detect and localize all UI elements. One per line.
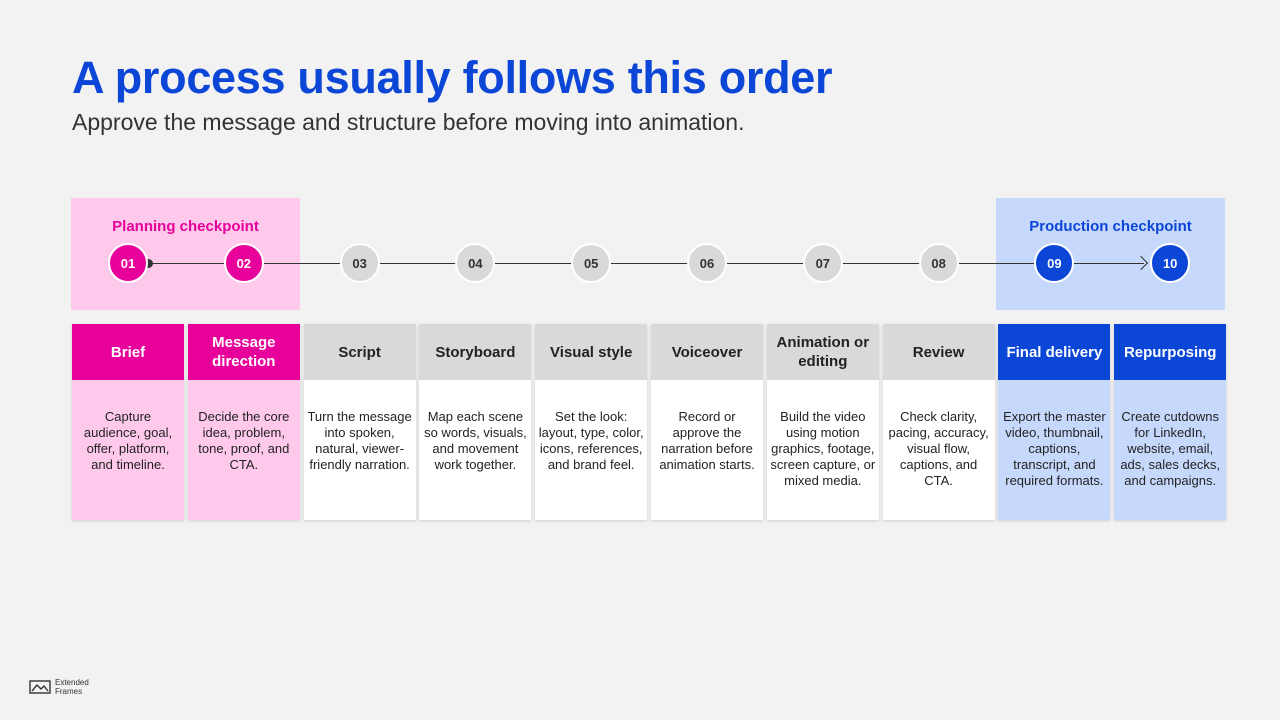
step-title: Storyboard [419, 324, 532, 380]
step-node-10: 10 [1150, 243, 1191, 283]
step-description: Build the video using motion graphics, f… [766, 380, 879, 520]
logo: Extended Frames [29, 678, 89, 696]
step-title: Voiceover [651, 324, 763, 380]
step-description: Create cutdowns for LinkedIn, website, e… [1114, 380, 1227, 520]
step-node-03: 03 [339, 243, 380, 283]
logo-text-line1: Extended [55, 678, 89, 687]
page-subtitle: Approve the message and structure before… [72, 109, 745, 135]
step-title: Script [303, 324, 416, 380]
planning-checkpoint-zone: Planning checkpoint [71, 198, 300, 310]
step-node-01: 01 [108, 243, 148, 283]
logo-text-line2: Frames [55, 687, 83, 696]
step-description: Export the master video, thumbnail, capt… [998, 380, 1111, 520]
production-checkpoint-label: Production checkpoint [1029, 218, 1192, 235]
step-title: Animation or editing [766, 324, 879, 380]
step-description: Record or approve the narration before a… [651, 380, 763, 520]
step-node-04: 04 [455, 243, 496, 283]
step-description: Capture audience, goal, offer, platform,… [72, 380, 184, 520]
step-title: Repurposing [1114, 324, 1227, 380]
step-node-07: 07 [802, 243, 843, 283]
timeline-start-dot [144, 259, 153, 268]
step-title: Message direction [187, 324, 300, 380]
page-title: A process usually follows this order [72, 52, 833, 103]
step-description: Map each scene so words, visuals, and mo… [419, 380, 532, 520]
production-checkpoint-zone: Production checkpoint [996, 198, 1225, 310]
step-description: Check clarity, pacing, accuracy, visual … [882, 380, 995, 520]
step-node-06: 06 [687, 243, 727, 283]
step-node-05: 05 [571, 243, 612, 283]
step-node-08: 08 [918, 243, 959, 283]
step-title: Brief [72, 324, 184, 380]
step-title: Visual style [535, 324, 648, 380]
step-node-02: 02 [223, 243, 264, 283]
step-node-09: 09 [1034, 243, 1075, 283]
step-title: Review [882, 324, 995, 380]
timeline-line [148, 263, 1144, 264]
step-description: Set the look: layout, type, color, icons… [535, 380, 648, 520]
step-description: Turn the message into spoken, natural, v… [303, 380, 416, 520]
step-title: Final delivery [998, 324, 1111, 380]
step-description: Decide the core idea, problem, tone, pro… [187, 380, 300, 520]
planning-checkpoint-label: Planning checkpoint [112, 218, 259, 235]
image-frame-icon [29, 680, 51, 694]
